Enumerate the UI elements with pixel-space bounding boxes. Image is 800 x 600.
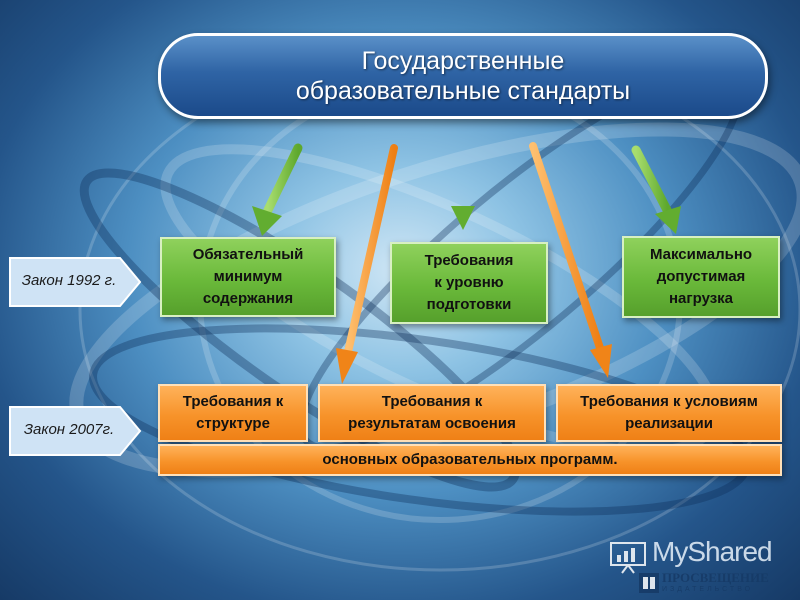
publisher-logo-icon bbox=[639, 573, 659, 593]
box-preparation-level: Требования к уровню подготовки bbox=[390, 242, 548, 324]
law-1992-tag: Закон 1992 г. bbox=[8, 256, 142, 307]
box-mandatory-minimum-line-2: минимум bbox=[213, 268, 283, 285]
law-2007-arrow-shape bbox=[9, 406, 142, 456]
law-1992-arrow-shape bbox=[9, 257, 142, 307]
watermark-publisher: ПРОСВЕЩЕНИЕ bbox=[662, 570, 769, 585]
law-1992-label: Закон 1992 г. bbox=[21, 272, 117, 289]
box-results-line-2: результатам освоения bbox=[348, 415, 516, 432]
box-max-load: Максимально допустимая нагрузка bbox=[622, 236, 780, 318]
footer-bar-programs: основных образовательных программ. bbox=[158, 444, 782, 476]
law-2007-label: Закон 2007г. bbox=[23, 421, 115, 438]
box-conditions-line-1: Требования к условиям bbox=[580, 393, 758, 410]
box-mandatory-minimum-line-3: содержания bbox=[202, 290, 294, 307]
watermark-brand: MyShared bbox=[652, 536, 773, 567]
box-mandatory-minimum: Обязательный минимум содержания bbox=[160, 237, 336, 317]
watermark-publisher-sub: ИЗДАТЕЛЬСТВО bbox=[662, 586, 754, 593]
watermark: MyShared ПРОСВЕЩЕНИЕ ИЗДАТЕЛЬСТВО bbox=[608, 536, 798, 598]
box-mandatory-minimum-line-1: Обязательный bbox=[192, 246, 304, 263]
footer-bar-text: основных образовательных программ. bbox=[322, 451, 618, 468]
box-structure-line-2: структуре bbox=[196, 415, 270, 432]
box-results-line-1: Требования к bbox=[381, 393, 483, 410]
box-max-load-line-1: Максимально bbox=[649, 246, 753, 263]
box-preparation-level-line-1: Требования bbox=[424, 252, 514, 269]
box-preparation-level-line-3: подготовки bbox=[426, 296, 512, 313]
box-preparation-level-line-2: к уровню bbox=[434, 274, 504, 291]
box-results-requirements: Требования к результатам освоения bbox=[318, 384, 546, 442]
box-conditions-line-2: реализации bbox=[625, 415, 713, 432]
presentation-board-icon bbox=[610, 542, 646, 574]
box-structure-requirements: Требования к структуре bbox=[158, 384, 308, 442]
title-line-2: образовательные стандарты bbox=[295, 77, 631, 105]
title-banner: Государственные образовательные стандарт… bbox=[158, 33, 768, 119]
title-line-1: Государственные bbox=[361, 47, 565, 75]
law-2007-tag: Закон 2007г. bbox=[8, 405, 142, 456]
box-conditions-requirements: Требования к условиям реализации bbox=[556, 384, 782, 442]
box-max-load-line-3: нагрузка bbox=[668, 290, 734, 307]
box-structure-line-1: Требования к bbox=[182, 393, 284, 410]
box-max-load-line-2: допустимая bbox=[656, 268, 746, 285]
